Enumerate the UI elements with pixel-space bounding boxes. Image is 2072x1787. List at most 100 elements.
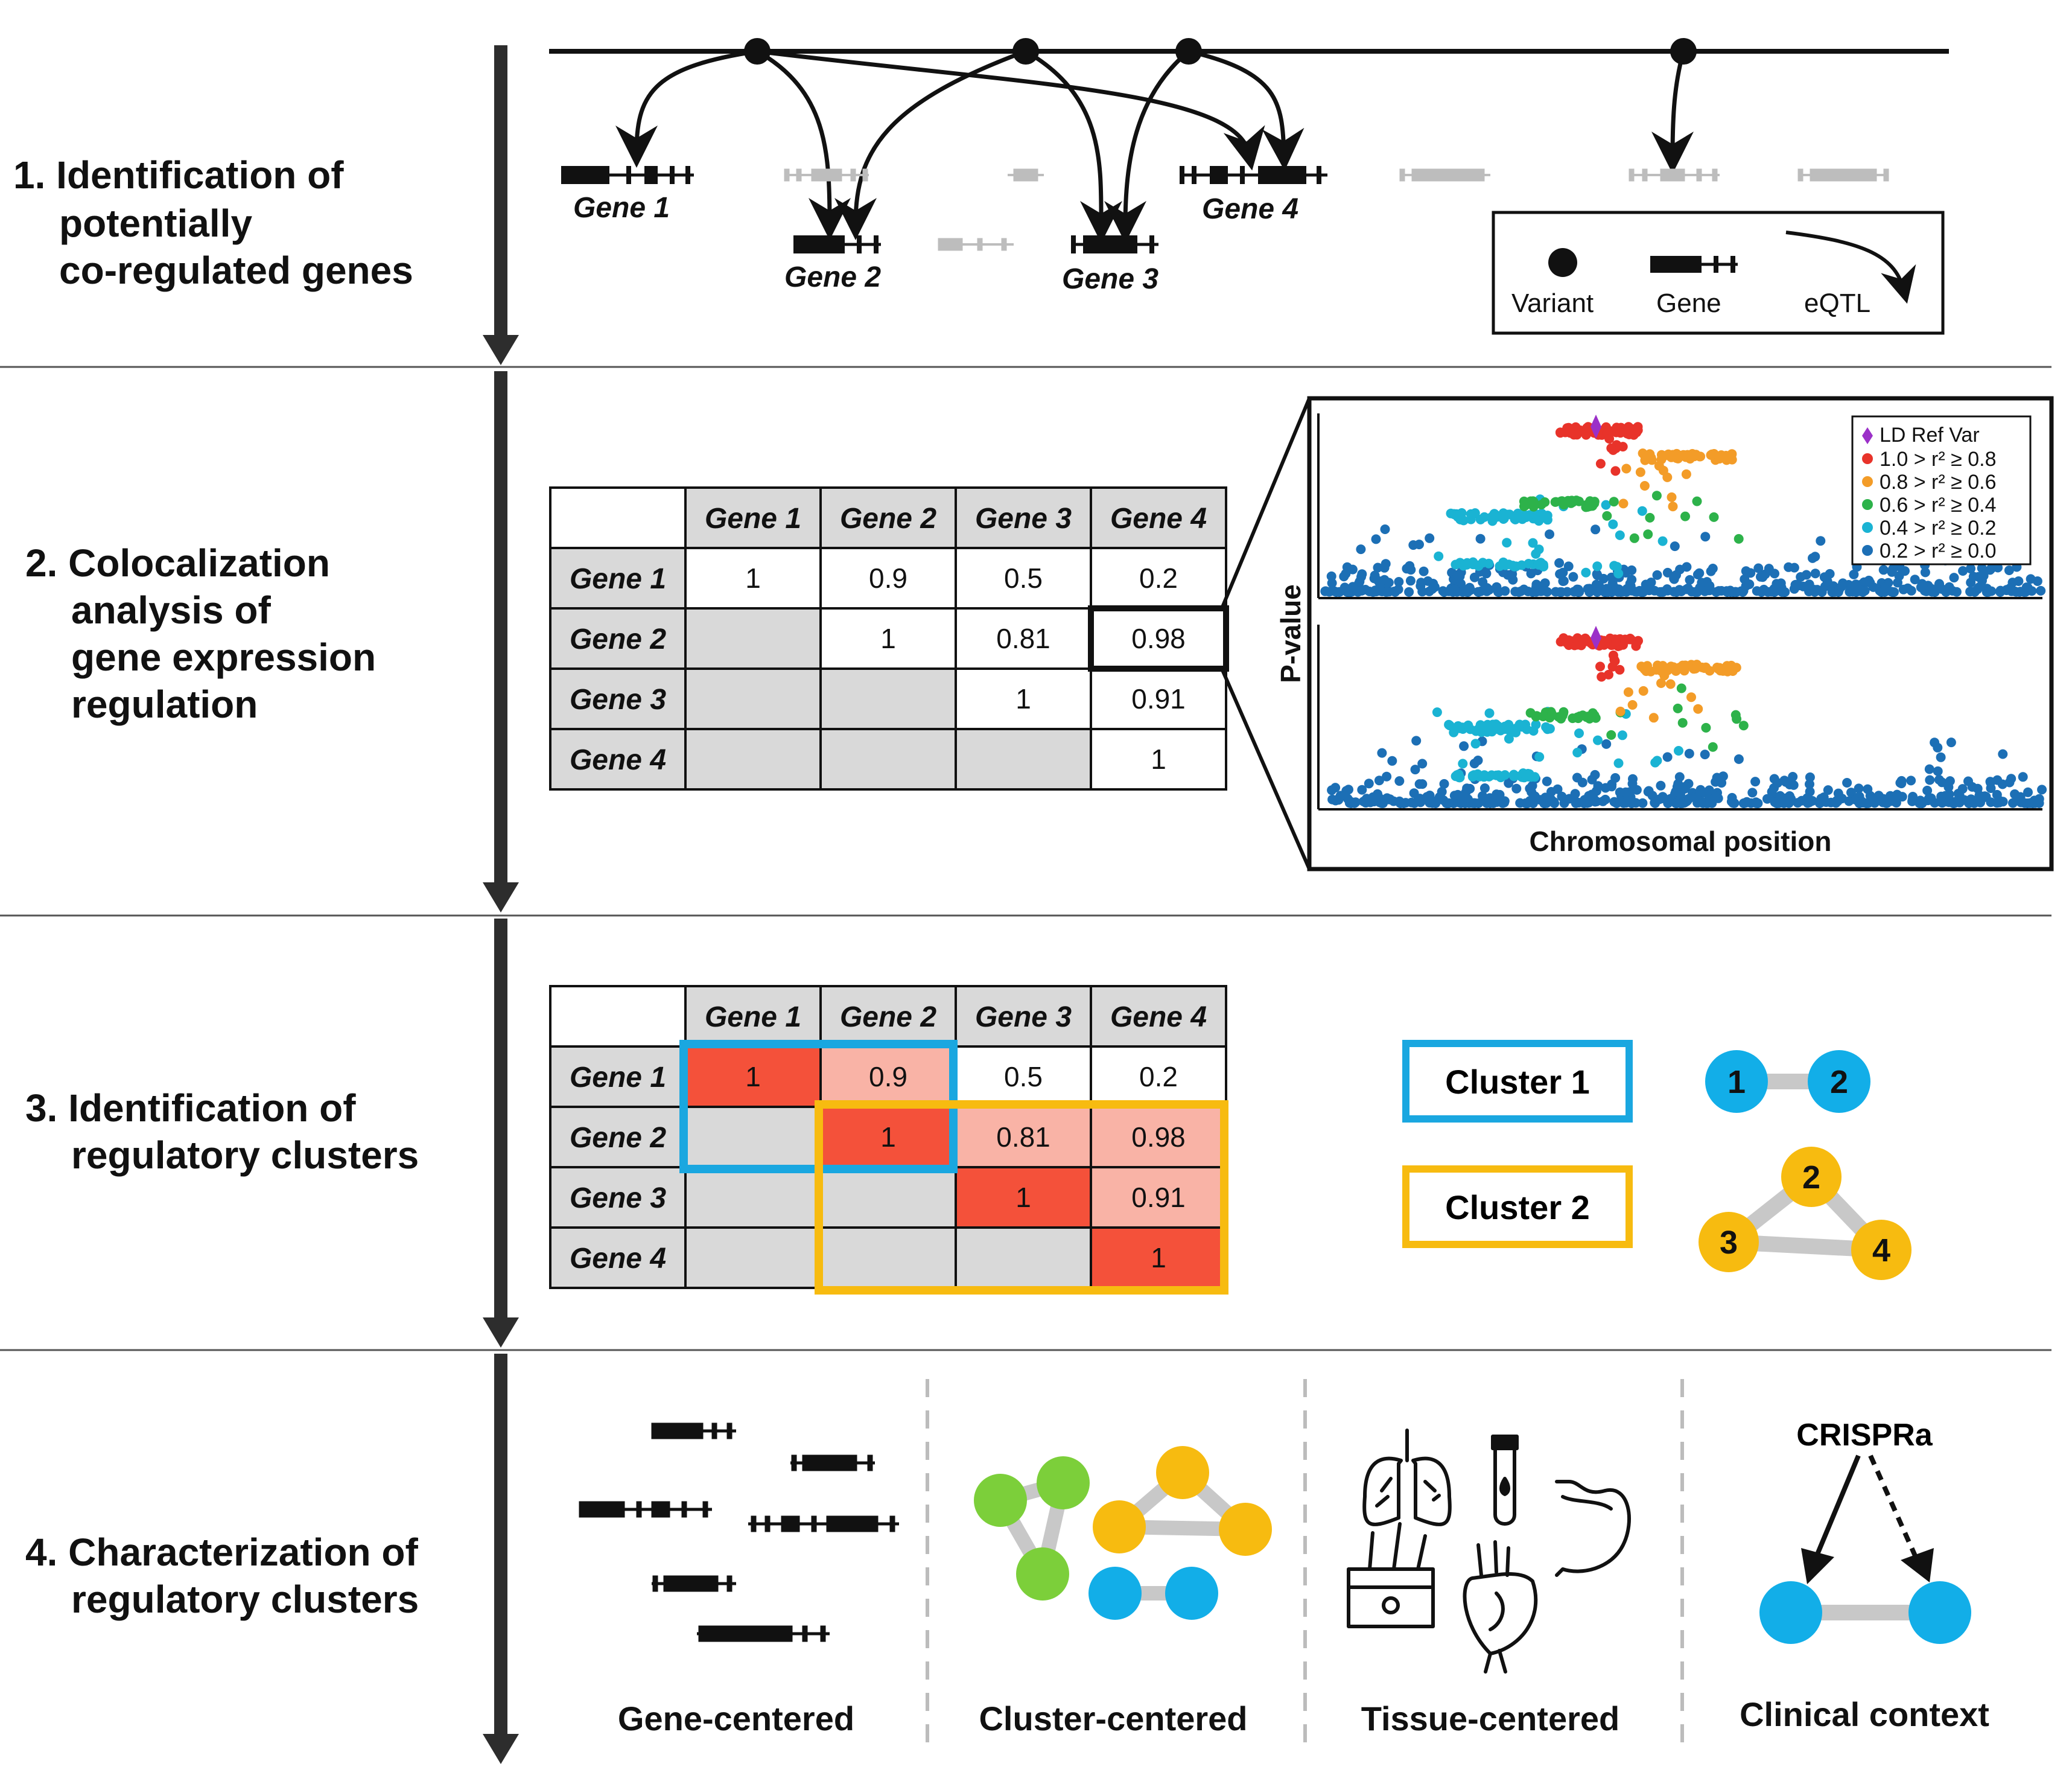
snp-point	[1592, 561, 1603, 572]
matrix-cell-value: 0.2	[1139, 1061, 1178, 1092]
snp-point	[1467, 558, 1477, 569]
snp-point	[1341, 791, 1351, 801]
snp-point	[1381, 559, 1391, 569]
snp-point	[1662, 752, 1673, 762]
snp-point	[1849, 569, 1859, 579]
matrix-cell	[819, 1226, 957, 1289]
snp-point	[1995, 585, 2006, 596]
matrix-header-cell	[955, 486, 1092, 549]
snp-point	[1431, 798, 1441, 808]
snp-point	[1342, 562, 1352, 572]
step-3-label: 3. Identification of regulatory clusters	[25, 1086, 419, 1177]
snp-point	[1998, 749, 2008, 759]
snp-point	[1555, 569, 1565, 579]
snp-point	[1833, 788, 1843, 798]
crispra-label: CRISPRa	[1796, 1418, 1933, 1453]
snp-point	[1591, 579, 1601, 590]
chromosomal-position-label: Chromosomal position	[1530, 826, 1832, 857]
snp-point	[1966, 564, 1975, 574]
snp-point	[1452, 509, 1461, 519]
zoom-connector	[1220, 397, 1311, 870]
snp-point	[1925, 775, 1935, 785]
snp-point	[1528, 538, 1538, 548]
snp-point	[1478, 558, 1488, 568]
matrix-cell	[955, 728, 1092, 791]
snp-point	[1711, 587, 1721, 597]
snp-point	[2026, 574, 2036, 584]
snp-point	[1489, 512, 1499, 522]
snp-point	[1708, 564, 1718, 573]
snp-point	[1384, 578, 1394, 588]
snp-point	[1395, 798, 1405, 808]
cluster-1-graph: 1 2	[1705, 1050, 1870, 1113]
snp-point	[1604, 434, 1615, 444]
variant-dot	[1175, 38, 1202, 65]
snp-point	[1648, 713, 1659, 723]
snp-point	[1708, 742, 1718, 752]
matrix-cell-value: 0.9	[869, 1061, 907, 1092]
snp-point	[1518, 768, 1528, 779]
snp-point	[1642, 661, 1653, 671]
snp-point	[1350, 797, 1361, 807]
snp-point	[1986, 586, 1997, 596]
snp-point	[1470, 739, 1481, 749]
gene-2-label: Gene 2	[784, 261, 881, 293]
snp-point	[1550, 497, 1560, 507]
snp-point	[1324, 587, 1335, 597]
snp-point	[1520, 500, 1530, 511]
snp-point	[1679, 664, 1689, 675]
matrix-cell-value: 1	[1015, 1182, 1031, 1213]
matrix-cell	[684, 728, 822, 791]
snp-point	[1794, 581, 1803, 591]
ld-legend-item: 0.8 > r² ≥ 0.6	[1880, 471, 1996, 494]
ld-legend-item: LD Ref Var	[1880, 424, 1980, 447]
snp-point	[1618, 499, 1629, 509]
matrix-cell	[684, 547, 822, 610]
snp-point	[1609, 497, 1619, 507]
snp-point	[1848, 587, 1858, 597]
snp-point	[1992, 798, 2002, 808]
category-gene-centered: Gene-centered	[618, 1699, 854, 1738]
snp-point	[1411, 736, 1422, 746]
snp-point	[1836, 582, 1846, 591]
cluster-2-legend: Cluster 2	[1402, 1165, 1633, 1248]
matrix-row-header-cell	[549, 1166, 687, 1229]
snp-point	[1730, 710, 1741, 720]
snp-point	[1887, 567, 1897, 577]
snp-point	[1957, 784, 1968, 794]
legend-variant: Variant	[1511, 288, 1594, 318]
stomach-icon	[1555, 1480, 1631, 1577]
snp-point	[1458, 759, 1468, 769]
snp-point	[1528, 502, 1539, 512]
step-4-line-2: regulatory clusters	[71, 1578, 419, 1621]
snp-point	[1654, 460, 1664, 471]
matrix-row-header: Gene 4	[570, 744, 666, 776]
snp-point	[1540, 497, 1550, 507]
legend-gene: Gene	[1656, 288, 1721, 318]
snp-point	[1615, 706, 1626, 716]
snp-point	[1521, 798, 1531, 808]
snp-point	[1977, 563, 1987, 573]
snp-point	[1439, 779, 1449, 789]
snp-point	[1534, 752, 1545, 762]
snp-point	[1963, 776, 1973, 786]
snp-point	[1793, 798, 1803, 808]
snp-point	[1590, 769, 1600, 780]
snp-point	[1369, 573, 1379, 584]
snp-point	[1627, 575, 1637, 585]
snp-point	[1727, 449, 1737, 459]
category-tissue-centered: Tissue-centered	[1361, 1699, 1619, 1738]
snp-point	[1718, 771, 1728, 782]
matrix-row-header: Gene 3	[570, 684, 666, 716]
snp-point	[1558, 576, 1568, 586]
snp-point	[1762, 794, 1772, 804]
snp-point	[1573, 637, 1583, 647]
snp-point	[1413, 795, 1423, 805]
snp-point	[1669, 573, 1679, 584]
snp-point	[1823, 785, 1833, 795]
network-node	[1037, 1456, 1090, 1509]
matrix-column-header: Gene 3	[975, 503, 1072, 535]
clinical-node	[1908, 1581, 1971, 1644]
snp-point	[1403, 564, 1414, 574]
